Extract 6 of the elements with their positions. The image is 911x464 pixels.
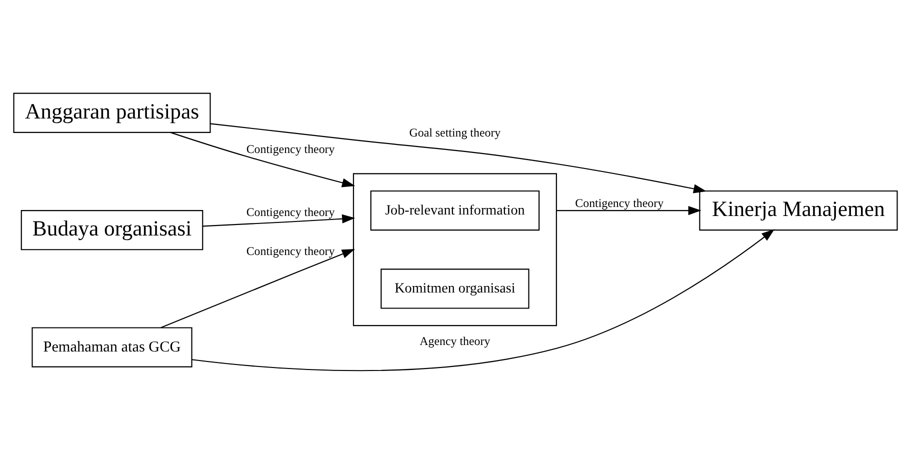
edge-label: Contigency theory [246,244,335,258]
edge-label: Contigency theory [246,204,335,219]
edge-label: Agency theory [420,334,490,348]
edge-label: Contigency theory [246,142,335,156]
edge-label: Contigency theory [575,196,664,210]
edge-label: Goal setting theory [409,126,501,140]
